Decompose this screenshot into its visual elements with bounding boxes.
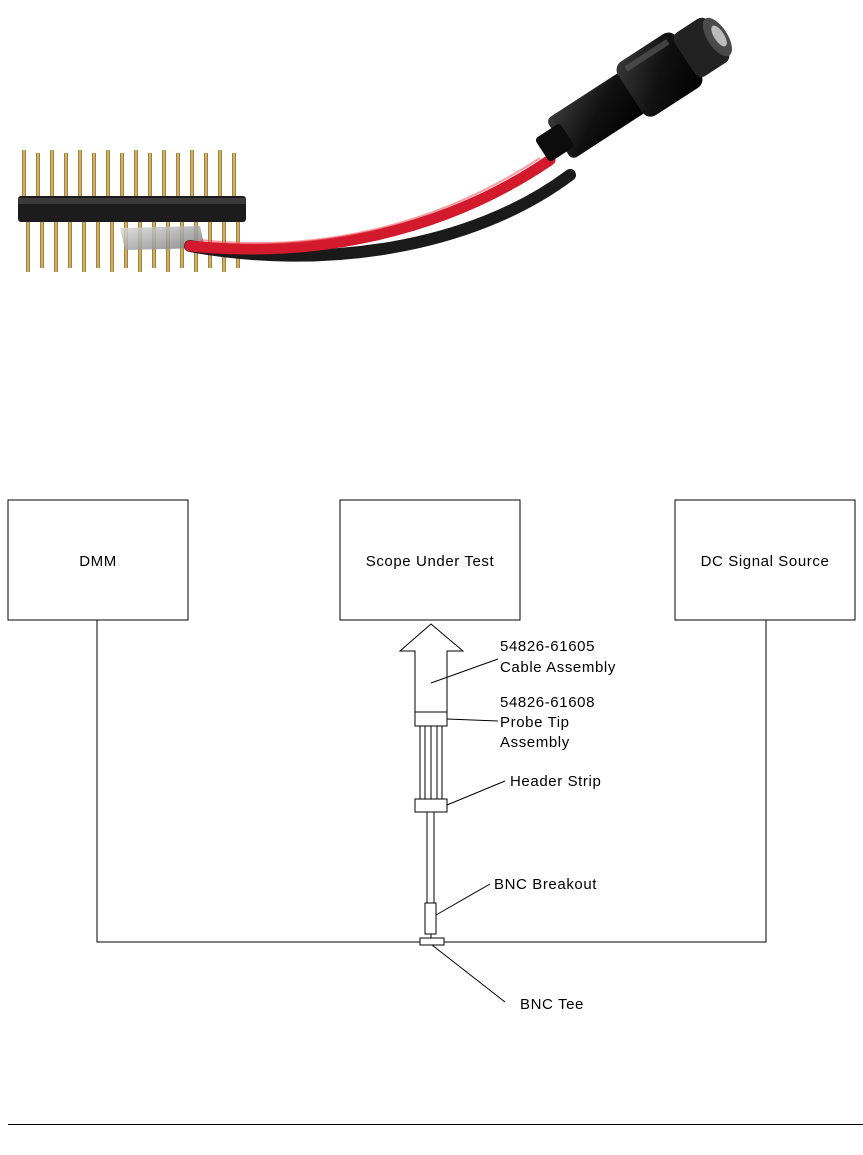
- header-pin-top: [50, 150, 54, 198]
- header-pin-top: [78, 150, 82, 198]
- header-pin-bottom: [110, 220, 114, 272]
- footer-rule: [8, 1124, 863, 1125]
- header-pin-top: [36, 153, 40, 201]
- dmm-wire: [96, 620, 420, 943]
- source-box: [674, 499, 856, 621]
- cable-assembly-label: Cable Assembly: [500, 659, 616, 676]
- dmm-box: [7, 499, 189, 621]
- header-pin-top: [92, 153, 96, 201]
- header-pin-top: [148, 153, 152, 201]
- header-pin-bottom: [40, 220, 44, 268]
- source-wire: [444, 620, 767, 943]
- scope-box: [339, 499, 521, 621]
- cable-assembly-arrow: [398, 623, 465, 713]
- bnc-tee-block: [419, 937, 445, 946]
- header-pin-top: [64, 153, 68, 201]
- header-pin-top: [190, 150, 194, 198]
- bnc-breakout-block: [424, 902, 437, 935]
- header-pin-bottom: [96, 220, 100, 268]
- header-pin-top: [120, 153, 124, 201]
- scope-label: Scope Under Test: [366, 553, 495, 570]
- header-strip-block: [414, 798, 448, 813]
- leader-cable: [430, 658, 499, 684]
- bnc-connector: [536, 17, 733, 162]
- solder-joint: [120, 226, 205, 250]
- header-pin-top: [22, 150, 26, 198]
- header-pin-top: [134, 150, 138, 198]
- header-pin-bottom: [54, 220, 58, 272]
- header-pin-top: [176, 153, 180, 201]
- header-pin-top: [218, 150, 222, 198]
- header-strip-label: Header Strip: [510, 773, 601, 790]
- header-pin-bottom: [26, 220, 30, 272]
- bnc-tee-label: BNC Tee: [520, 996, 584, 1013]
- header-pin-top: [204, 153, 208, 201]
- red-wire: [184, 154, 556, 255]
- leader-breakout: [435, 883, 491, 916]
- probe-tip-label: Probe Tip: [500, 714, 570, 731]
- leader-header: [446, 780, 506, 806]
- source-label: DC Signal Source: [701, 553, 830, 570]
- leader-tee: [431, 944, 506, 1003]
- probe-part-number: 54826-61608: [500, 694, 595, 711]
- header-pin-top: [106, 150, 110, 198]
- probe-tip-connector: [414, 711, 448, 727]
- header-pin-top: [232, 153, 236, 201]
- header-pin-bottom: [68, 220, 72, 268]
- header-pin-top: [162, 150, 166, 198]
- bnc-breakout-label: BNC Breakout: [494, 876, 597, 893]
- leader-probe: [446, 718, 499, 722]
- dmm-label: DMM: [79, 553, 117, 570]
- header-pin-bottom: [82, 220, 86, 272]
- bnc-adapter-photo: [18, 17, 733, 272]
- probe-assembly-label: Assembly: [500, 734, 570, 751]
- cable-part-number: 54826-61605: [500, 638, 595, 655]
